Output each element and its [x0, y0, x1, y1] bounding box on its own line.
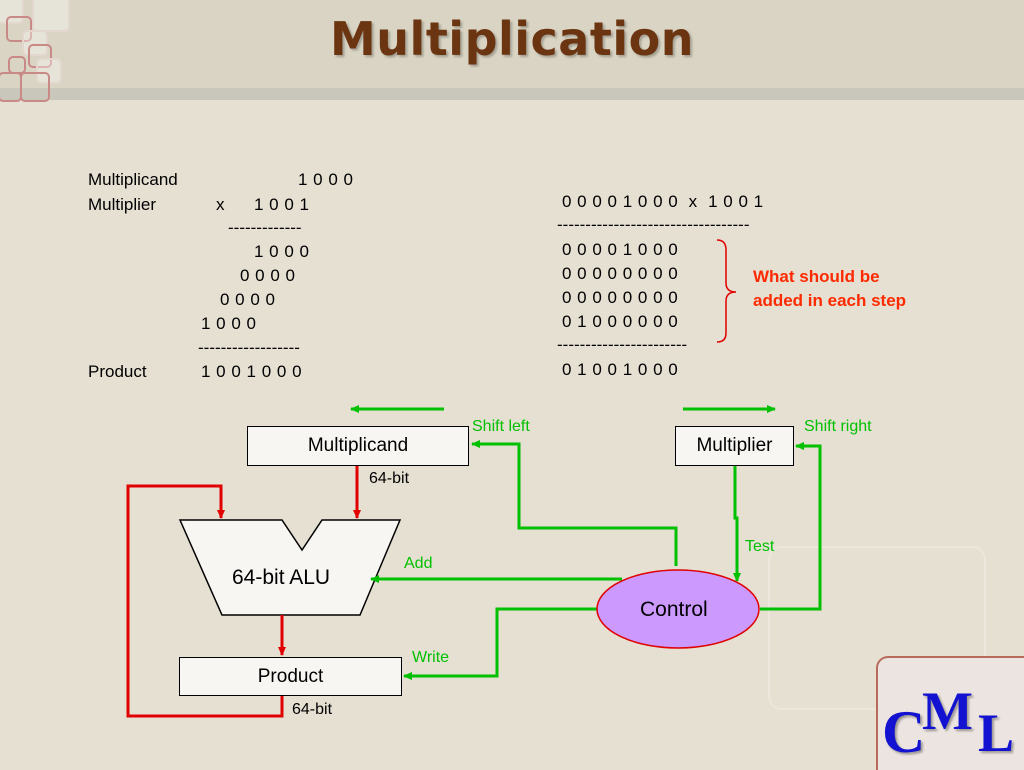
product-feedback-wire	[126, 484, 284, 718]
binary-result: 0 1 0 0 1 0 0 0	[562, 360, 679, 379]
product-value: 1 0 0 1 0 0 0	[201, 362, 303, 381]
rule-bottom: ------------------	[198, 338, 300, 357]
logo-letter-l: L	[978, 703, 1015, 763]
multiplicand-register: Multiplicand	[247, 426, 469, 466]
write-label: Write	[412, 649, 450, 666]
binary-header: 0 0 0 0 1 0 0 0 x 1 0 0 1	[562, 192, 764, 211]
multiplicand-value: 1 0 0 0	[298, 170, 354, 189]
shift-right-label: Shift right	[804, 418, 872, 435]
partial-product: 0 0 0 0	[240, 266, 296, 285]
annotation-note: What should be added in each step	[753, 267, 907, 310]
write-signal	[403, 607, 610, 680]
partial-product: 1 0 0 0	[254, 242, 310, 261]
alu-label: 64-bit ALU	[232, 566, 331, 589]
test-signal	[733, 465, 741, 582]
partial-product: 0 0 0 0	[220, 290, 276, 309]
binary-rule-top: ----------------------------------	[557, 215, 750, 234]
slide-title: Multiplication	[330, 12, 694, 66]
test-label: Test	[745, 538, 775, 555]
binary-rule-bottom: -----------------------	[557, 335, 688, 354]
shift-right-signal	[760, 442, 822, 611]
logo-letter-c: C	[882, 699, 926, 765]
control-label: Control	[640, 598, 708, 621]
product-register: Product	[179, 657, 402, 696]
alu-shape	[178, 519, 402, 616]
shift-left-label: Shift left	[472, 418, 530, 435]
multiplier-label: Multiplier	[88, 195, 157, 214]
multiplicand-label: Multiplicand	[88, 170, 178, 189]
multiplicand-width-label: 64-bit	[369, 470, 410, 487]
shift-left-signal	[471, 440, 678, 566]
title-bar-divider	[0, 88, 1024, 100]
add-label: Add	[404, 555, 433, 572]
partial-product: 1 0 0 0	[201, 314, 257, 333]
rule-top: -------------	[228, 218, 302, 237]
control-unit-shape	[596, 569, 760, 649]
binary-step: 0 0 0 0 0 0 0 0	[562, 264, 679, 283]
title-bar	[0, 0, 1024, 88]
cml-logo: C M L	[876, 656, 1024, 770]
logo-letter-m: M	[922, 681, 973, 741]
curly-brace	[716, 239, 737, 343]
binary-step: 0 0 0 0 1 0 0 0	[562, 240, 679, 259]
product-label: Product	[88, 362, 147, 381]
binary-step: 0 1 0 0 0 0 0 0	[562, 312, 679, 331]
multiplier-value: 1 0 0 1	[254, 195, 310, 214]
product-width-label: 64-bit	[292, 701, 333, 718]
multiplier-register: Multiplier	[675, 426, 794, 466]
times-sign: x	[216, 195, 225, 214]
binary-step: 0 0 0 0 0 0 0 0	[562, 288, 679, 307]
